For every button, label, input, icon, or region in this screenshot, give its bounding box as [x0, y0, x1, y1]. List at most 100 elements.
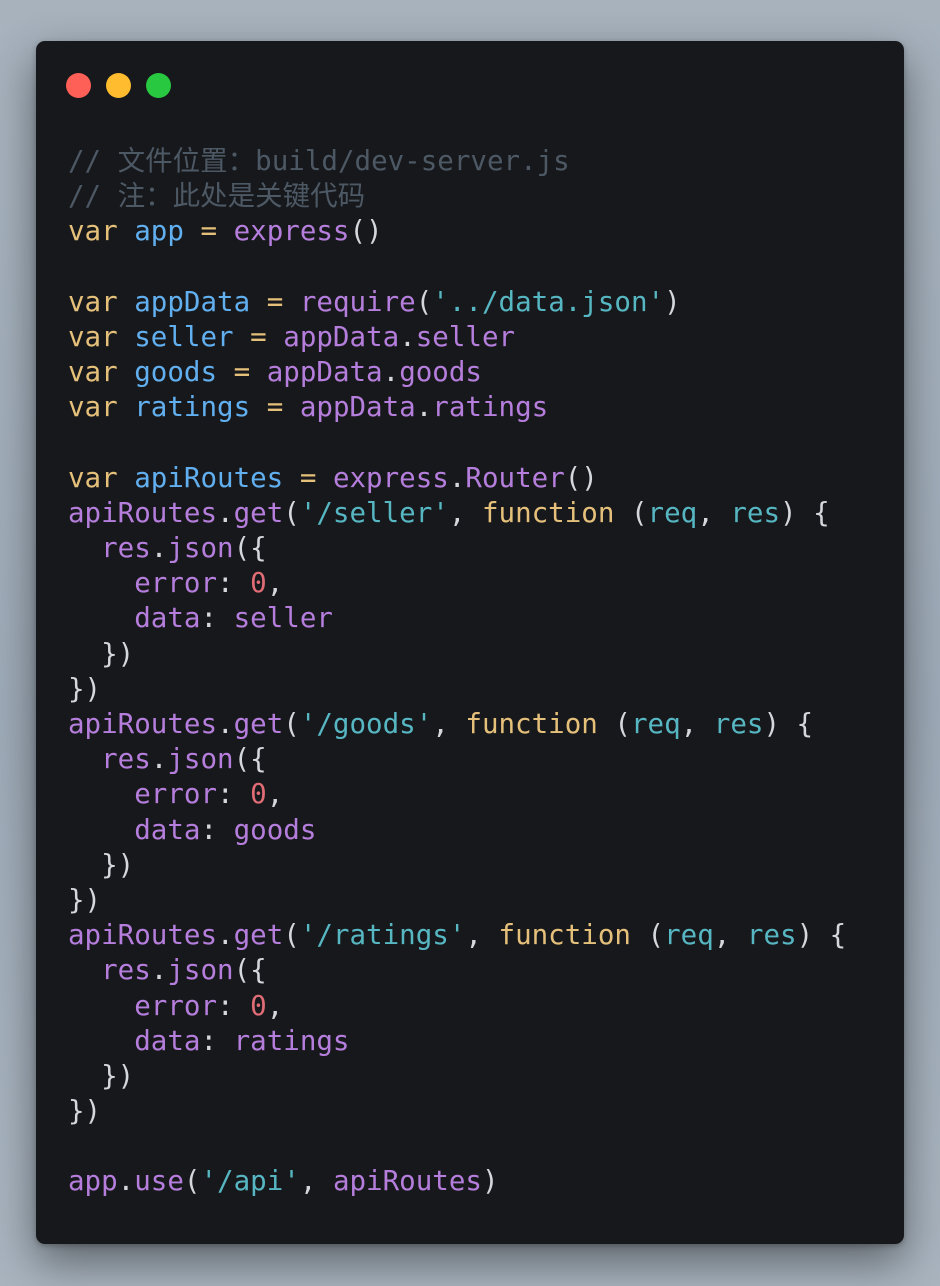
code-token — [118, 391, 135, 423]
code-token — [68, 567, 134, 599]
code-token — [68, 1025, 134, 1057]
code-token — [217, 356, 234, 388]
code-line: var ratings = appData.ratings — [68, 390, 846, 425]
code-token — [250, 356, 267, 388]
code-token — [68, 602, 134, 634]
code-token: . — [415, 391, 433, 424]
code-token: var — [68, 391, 118, 424]
code-token: req — [647, 496, 698, 529]
code-token: express — [332, 461, 449, 494]
code-token: ( — [415, 285, 433, 318]
maximize-dot-icon[interactable] — [146, 73, 171, 98]
code-token: : — [200, 602, 234, 635]
code-line: apiRoutes.get('/seller', function (req, … — [68, 496, 846, 531]
code-line: data: ratings — [68, 1024, 846, 1059]
code-line: var seller = appData.seller — [68, 320, 846, 355]
code-line: error: 0, — [68, 989, 846, 1024]
code-token: apiRoutes — [68, 496, 218, 529]
code-token: ) — [481, 1165, 499, 1198]
code-line — [68, 426, 846, 461]
code-token: }) — [68, 672, 102, 705]
code-token — [316, 462, 333, 494]
code-token: goods — [399, 356, 482, 389]
code-token: function — [481, 496, 615, 529]
code-token: req — [664, 919, 714, 952]
code-token: () — [564, 461, 598, 494]
code-token: ) { — [796, 919, 847, 952]
code-token: = — [266, 391, 284, 424]
code-token: , — [680, 708, 714, 740]
code-token — [283, 462, 300, 494]
code-token: ) — [664, 285, 681, 318]
code-token: : — [217, 989, 251, 1022]
code-token — [68, 954, 101, 986]
code-token: data — [134, 602, 201, 635]
code-line: data: goods — [68, 813, 846, 848]
code-line: }) — [68, 848, 846, 883]
window-controls — [66, 73, 171, 98]
code-token: apiRoutes — [68, 919, 218, 952]
code-token — [250, 286, 267, 318]
code-token: goods — [134, 356, 218, 389]
code-token: . — [399, 320, 416, 353]
code-token: app — [68, 1165, 118, 1198]
code-token: function — [498, 919, 631, 952]
code-token: json — [167, 954, 234, 987]
code-token: , — [432, 708, 466, 740]
code-line: error: 0, — [68, 777, 846, 812]
code-token — [250, 391, 267, 423]
code-token: ( — [283, 919, 300, 952]
code-token: res — [101, 743, 151, 776]
code-token: res — [713, 708, 764, 740]
code-token: var — [68, 215, 118, 248]
code-token: '/ratings' — [299, 919, 466, 952]
code-line: res.json({ — [68, 531, 846, 566]
code-token — [283, 391, 300, 423]
code-token: 0 — [250, 989, 267, 1022]
code-token: , — [448, 496, 482, 529]
code-token: appData — [283, 320, 400, 353]
code-line — [68, 250, 846, 285]
code-token: 0 — [250, 778, 267, 811]
code-token: . — [150, 954, 168, 987]
code-token: ) { — [763, 708, 814, 740]
code-token: '/seller' — [299, 496, 449, 529]
code-token: ({ — [233, 532, 267, 565]
code-token: seller — [134, 320, 234, 353]
code-token: . — [217, 919, 234, 952]
code-token: . — [150, 743, 168, 776]
code-token: : — [217, 567, 251, 600]
code-token: ({ — [233, 743, 267, 776]
code-token: . — [150, 532, 168, 565]
code-token: // 注：此处是关键代码 — [68, 180, 366, 213]
code-line: }) — [68, 637, 846, 672]
code-token: ( — [614, 496, 648, 529]
code-token: }) — [68, 1095, 102, 1128]
code-token: 0 — [250, 567, 267, 600]
code-token — [234, 321, 251, 353]
code-token: '/goods' — [299, 708, 433, 740]
code-token: use — [134, 1165, 184, 1198]
code-token: , — [266, 567, 284, 600]
code-token: ) { — [780, 496, 830, 529]
code-token: , — [713, 919, 747, 952]
code-token: apiRoutes — [134, 461, 284, 494]
code-token: error — [134, 989, 218, 1022]
code-token: res — [746, 919, 797, 952]
code-token: . — [448, 461, 466, 494]
code-token: }) — [68, 848, 135, 881]
code-line: // 注：此处是关键代码 — [68, 179, 846, 214]
code-line: }) — [68, 1094, 846, 1129]
code-token: ( — [597, 708, 631, 740]
code-line: }) — [68, 1059, 846, 1094]
minimize-dot-icon[interactable] — [106, 73, 131, 98]
code-line: var app = express() — [68, 214, 846, 249]
code-line: res.json({ — [68, 953, 846, 988]
close-dot-icon[interactable] — [66, 73, 91, 98]
code-token — [118, 215, 135, 247]
code-token: '../data.json' — [432, 285, 665, 318]
code-token: get — [233, 708, 284, 740]
code-token: () — [349, 215, 383, 248]
code-token: data — [134, 813, 201, 846]
